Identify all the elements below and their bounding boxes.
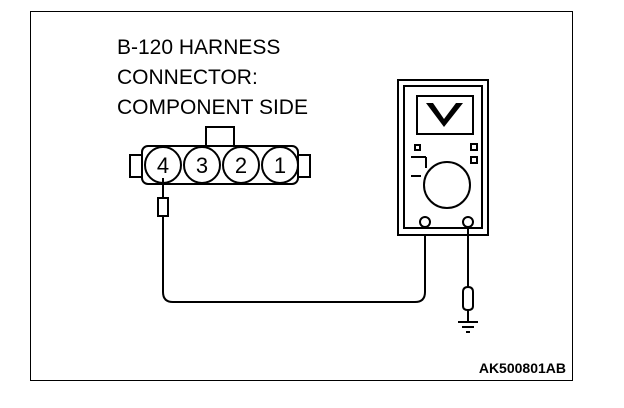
- voltmeter-dial: [411, 143, 478, 209]
- pin-label: 2: [235, 153, 247, 178]
- pin-label: 4: [157, 153, 169, 178]
- connector-pin-3: 3: [183, 146, 221, 184]
- connector-pin-1: 1: [261, 146, 299, 184]
- connector-pin-2: 2: [222, 146, 260, 184]
- figure-code: AK500801AB: [478, 360, 566, 376]
- voltmeter-v-symbol: [426, 103, 463, 127]
- connector-title-line-2: CONNECTOR:: [117, 66, 258, 89]
- test-probe: [157, 178, 169, 228]
- voltmeter-terminals: [419, 216, 474, 228]
- diagram-frame: [30, 11, 573, 381]
- test-lead-wire: [162, 226, 426, 303]
- ground-lead: [462, 227, 474, 322]
- connector-pin-4: 4: [144, 146, 182, 184]
- pin-label: 3: [196, 153, 208, 178]
- connector-title-line-3: COMPONENT SIDE: [117, 96, 308, 119]
- connector-title-line-1: B-120 HARNESS: [117, 36, 281, 59]
- ground-icon: [458, 321, 478, 333]
- pin-label: 1: [274, 153, 286, 178]
